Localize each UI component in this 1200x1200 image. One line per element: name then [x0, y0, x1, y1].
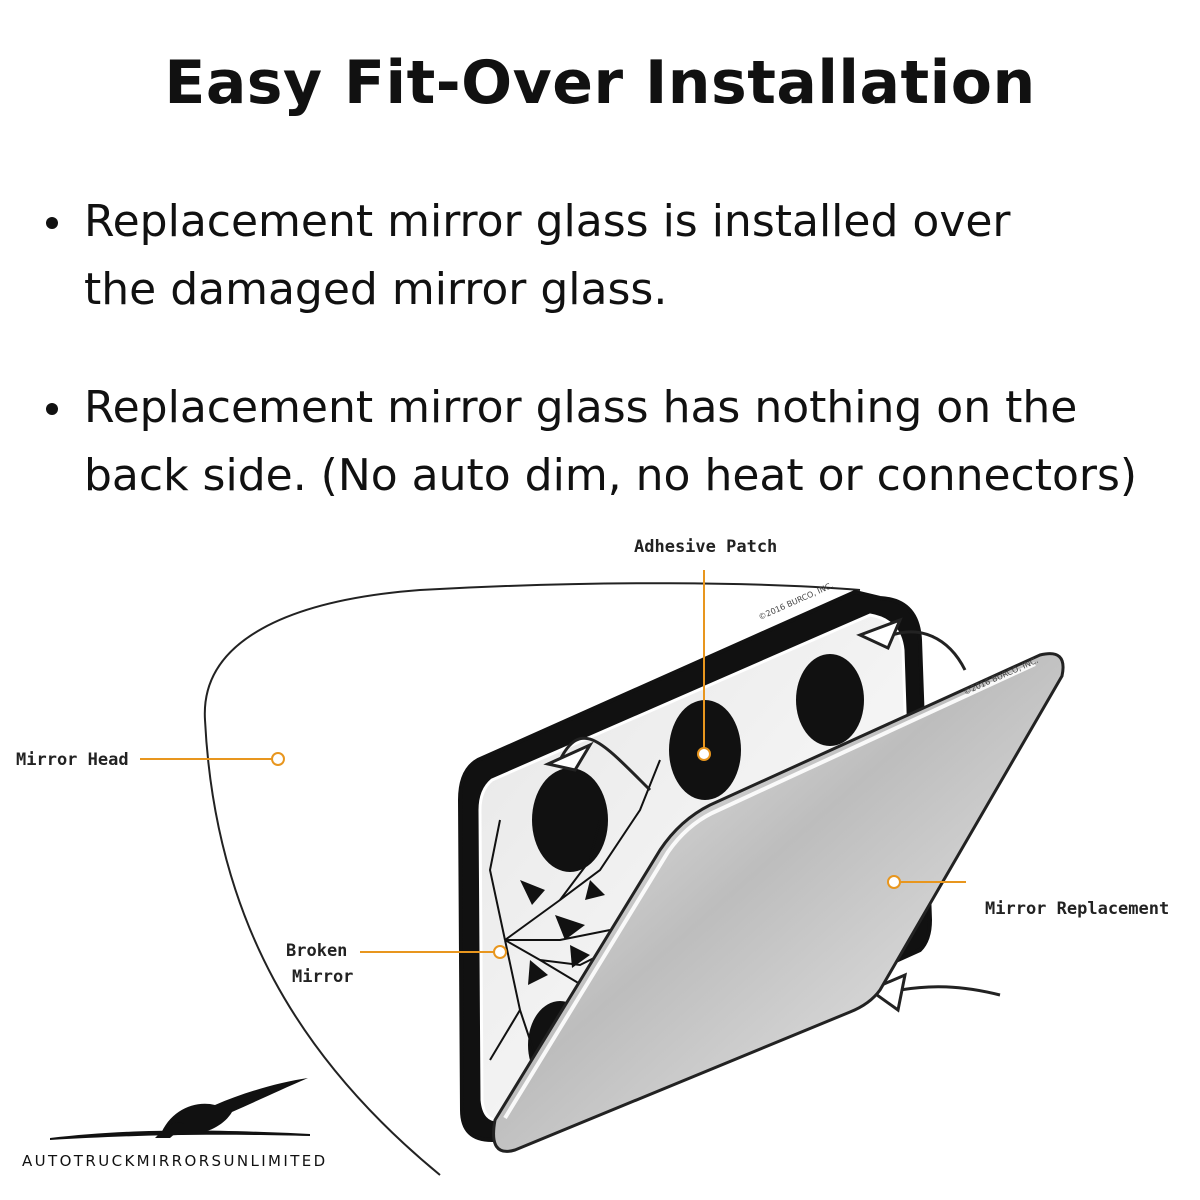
- mirror-head-outline: [203, 582, 861, 1176]
- bullet-line: Replacement mirror glass is installed ov…: [84, 196, 1011, 247]
- list-item: Replacement mirror glass has nothing on …: [40, 374, 1200, 510]
- brand-wordmark: AUTOTRUCKMIRRORSUNLIMITED: [22, 1152, 328, 1170]
- eagle-logo-icon: [50, 1078, 310, 1140]
- adhesive-patch: [796, 654, 864, 746]
- callout-marker: [271, 752, 285, 766]
- list-item: Replacement mirror glass is installed ov…: [40, 188, 1200, 324]
- bullet-line: Replacement mirror glass has nothing on …: [84, 382, 1078, 433]
- label-mirror-replacement: Mirror Replacement: [985, 899, 1169, 919]
- glass-shards: [520, 880, 605, 985]
- page-title: Easy Fit-Over Installation: [164, 48, 1036, 118]
- bullet-icon: [46, 217, 58, 229]
- crack-lines: [488, 759, 661, 1071]
- adhesive-patch: [532, 768, 608, 872]
- label-mirror-head: Mirror Head: [16, 750, 129, 770]
- callout-marker: [697, 747, 711, 761]
- feature-list: Replacement mirror glass is installed ov…: [40, 188, 1200, 560]
- label-adhesive-patch: Adhesive Patch: [634, 537, 777, 557]
- bullet-line: back side. (No auto dim, no heat or conn…: [84, 450, 1138, 501]
- replacement-mirror-glass: [492, 652, 1065, 1153]
- bullet-icon: [46, 403, 58, 415]
- callouts: [140, 570, 966, 959]
- callout-marker: [887, 875, 901, 889]
- label-broken-mirror: Mirror: [292, 967, 353, 987]
- bullet-line: the damaged mirror glass.: [84, 264, 668, 315]
- callout-marker: [493, 945, 507, 959]
- fit-arrow-icon: [543, 617, 1001, 1013]
- label-broken-mirror: Broken: [286, 941, 347, 961]
